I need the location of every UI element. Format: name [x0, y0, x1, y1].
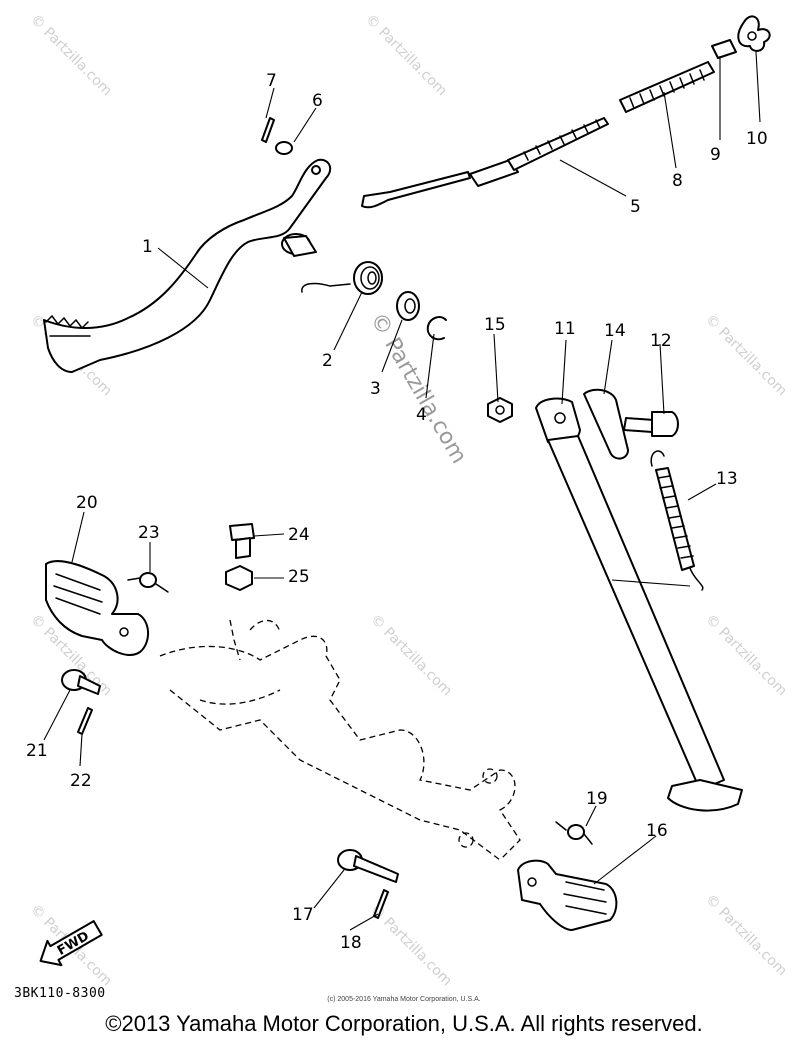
leader-lines [43, 51, 761, 931]
callout-8: 8 [672, 171, 683, 191]
pin-left-part [61, 669, 101, 695]
callout-14: 14 [604, 321, 626, 341]
callout-5: 5 [630, 197, 641, 217]
watermark: © Partzilla.com [702, 612, 790, 700]
wing-nut-part [737, 15, 771, 52]
footrest-spring-part [555, 821, 593, 845]
callout-19: 19 [586, 789, 608, 809]
callout-22: 22 [70, 771, 92, 791]
footrest-spring-left-part [127, 572, 169, 593]
callout-25: 25 [288, 567, 310, 587]
callout-17: 17 [292, 905, 314, 925]
callout-3: 3 [370, 379, 381, 399]
frame-outline [159, 619, 521, 861]
callout-7: 7 [266, 71, 277, 91]
copyright-small: (c) 2005-2016 Yamaha Motor Corporation, … [327, 996, 481, 1003]
callout-12: 12 [650, 331, 672, 351]
diagram-code: 3BK110-8300 [14, 986, 106, 1001]
callout-16: 16 [646, 821, 668, 841]
brake-rod-part [361, 117, 609, 209]
circlip-part [426, 316, 447, 341]
callout-4: 4 [416, 405, 427, 425]
watermark: © Partzilla.com [702, 892, 790, 980]
cotter-pin-left-part [77, 707, 93, 735]
right-footrest-part [517, 859, 618, 931]
watermark: © Partzilla.com [702, 312, 790, 400]
cotter-pin-lower-part [373, 889, 389, 919]
bracket-part [583, 388, 629, 460]
nut-small-part [225, 565, 253, 591]
callout-2: 2 [322, 351, 333, 371]
callout-1: 1 [142, 237, 153, 257]
cotter-pin-part [261, 117, 275, 143]
nut-part [487, 397, 513, 423]
brake-spring-part [619, 61, 715, 113]
callouts: 1 2 3 4 5 6 7 8 9 10 11 12 13 14 15 16 1… [26, 71, 768, 953]
joint-part [711, 39, 737, 59]
callout-24: 24 [288, 525, 310, 545]
bolt-part [623, 411, 679, 437]
pin-part [337, 849, 399, 883]
brake-pedal-part [43, 158, 332, 373]
watermark: © Partzilla.com [27, 12, 115, 100]
callout-9: 9 [710, 145, 721, 165]
return-spring-part [301, 261, 383, 295]
callout-20: 20 [76, 493, 98, 513]
washer-small-part [275, 141, 293, 155]
callout-11: 11 [554, 319, 576, 339]
callout-6: 6 [312, 91, 323, 111]
callout-15: 15 [484, 315, 506, 335]
watermark: © Partzilla.com [362, 12, 450, 100]
watermark: © Partzilla.com [367, 612, 455, 700]
bolt-small-part [229, 523, 255, 559]
sidestand-spring-part [650, 450, 704, 591]
washer-part [396, 291, 420, 321]
callout-10: 10 [746, 129, 768, 149]
callout-18: 18 [340, 933, 362, 953]
callout-23: 23 [138, 523, 160, 543]
left-footrest-part [45, 560, 149, 656]
copyright-main: ©2013 Yamaha Motor Corporation, U.S.A. A… [105, 1011, 703, 1036]
callout-13: 13 [716, 469, 738, 489]
sidestand-part [535, 397, 743, 812]
callout-21: 21 [26, 741, 48, 761]
